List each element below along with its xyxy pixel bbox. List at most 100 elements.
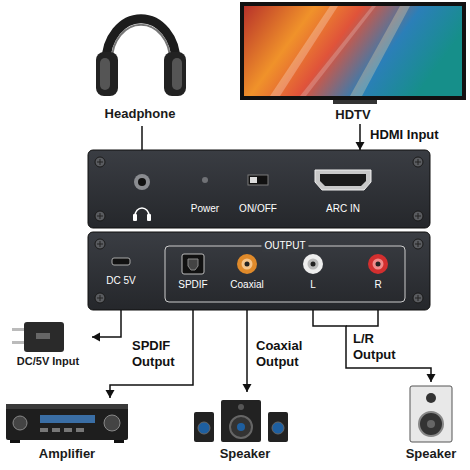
power-adapter-illustration [24,322,64,352]
port-label: Coaxial [230,279,263,291]
tv-device: HDTV [240,2,466,124]
front-panel: PowerON/OFFARC IN [88,150,430,228]
headphone-jack [138,178,146,186]
micro-usb-port [112,258,130,265]
headphone-symbol [133,208,151,221]
connector-line [92,310,121,337]
hdmi-port [315,170,371,190]
power-led [202,177,208,183]
left-audio-port [303,254,323,274]
power-adapter-illustration [12,341,24,344]
screw [95,239,423,303]
tv-illustration [244,6,462,96]
coaxial-port [237,254,257,274]
arrowhead [427,374,436,382]
headphone-jack [134,174,150,190]
amplifier-illustration [64,428,72,432]
speaker-set-illustration [194,400,288,442]
power-adapter-illustration [12,328,24,331]
speaker-set-illustration [268,412,288,442]
arrowhead [92,333,100,342]
spdif-port [182,254,204,274]
connector-line [110,310,193,398]
text-holder: Amplifier [39,446,95,462]
device-label: Speaker [220,446,271,462]
headphone-device: Headphone [92,2,188,126]
port-label: L [310,279,316,291]
amplifier-illustration [6,404,128,440]
headphone-illustration [96,19,186,96]
speaker-device: Speaker [396,382,466,466]
headphone-illustration [172,58,182,90]
amplifier-illustration [76,428,84,432]
spdif-port [188,259,198,270]
port-label: SPDIF [178,279,207,291]
amplifier-illustration [104,415,120,431]
coaxial-port [237,254,257,274]
connector-line [313,310,431,382]
text-holder: SPDIF [178,279,207,291]
text-holder: L [310,279,316,291]
coaxial-port [245,262,250,267]
speaker-set-illustration [237,423,245,431]
back-panel-housing [165,246,405,302]
back-panel-housing [88,232,430,310]
headphone-illustration [112,25,170,60]
text-holder: DC 5V [106,275,135,287]
tower-speaker-illustration [426,393,436,403]
power-adapter: DC/5V Input [4,318,92,374]
headphone-illustration [100,58,110,90]
connector [313,310,436,382]
screw [95,157,423,221]
output-label: HDMI Input [368,127,441,143]
text-holder: Speaker [220,446,271,462]
headphone-symbol [135,208,149,216]
headphone-symbol [133,214,137,221]
power-switch [250,177,257,183]
spdif-port [182,254,204,274]
power-led [202,177,208,183]
amplifier-illustration [114,440,124,443]
headphone-illustration [164,52,186,96]
right-audio-port [376,262,381,267]
front-panel-housing [88,150,430,228]
connector [106,310,194,398]
headphone-symbol [147,214,151,221]
amplifier-illustration [40,415,95,423]
speaker-set-illustration [194,412,214,442]
amplifier-illustration [52,428,60,432]
connector-line [141,126,143,150]
connector [243,310,252,392]
right-channel-wire [346,310,378,326]
group-label: OUTPUT [261,240,308,252]
tower-speaker-illustration [410,386,452,442]
text-holder: ON/OFF [239,203,277,215]
screw [97,159,421,219]
tv-illustration [270,6,338,96]
coaxial-port [242,259,253,270]
left-audio-port [308,259,319,270]
device-label: Amplifier [39,446,95,462]
edge-label-holder: L/R Output [351,331,411,363]
left-audio-port [311,262,316,267]
connector [92,310,121,342]
output-label: SPDIF Output [130,338,190,370]
power-switch [248,175,268,185]
device-label: Headphone [105,106,176,122]
device-label: HDTV [335,107,370,123]
right-channel-wire [346,310,378,326]
port-label: R [374,279,381,291]
text-holder: Speaker [406,446,457,462]
output-label: L/R Output [351,331,411,363]
edge-label-holder: SPDIF Output [130,338,190,370]
text-holder: Coaxial [230,279,263,291]
connector [356,124,365,150]
tower-speaker-illustration [427,420,435,428]
headphone-illustration [96,52,118,96]
edge-label-holder: Coaxial Output [254,338,320,370]
text-holder: DC/5V Input [17,355,79,368]
tv-illustration [240,2,466,104]
amplifier-illustration [40,428,48,432]
